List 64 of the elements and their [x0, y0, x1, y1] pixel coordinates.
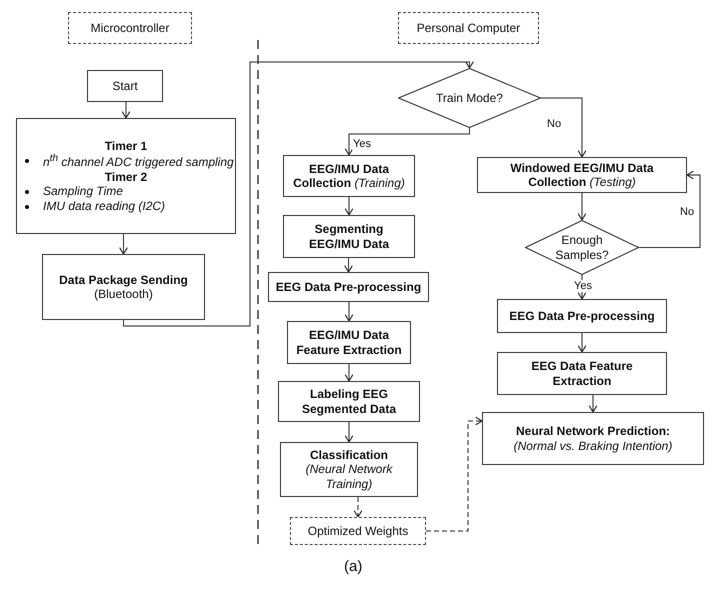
arrow — [577, 332, 587, 353]
process-box — [280, 442, 418, 497]
process-box — [268, 272, 429, 302]
node-label: EEG/IMU Data Collection (Training) — [292, 162, 406, 190]
arrow — [121, 102, 131, 119]
node-label: EEG Data Pre-processing — [274, 280, 422, 294]
node-label: EEG/IMU Data Feature Extraction — [295, 328, 403, 357]
node-heading: Timer 1 — [104, 139, 148, 154]
process-box — [283, 155, 415, 197]
edge-label: Yes — [352, 138, 372, 150]
process-box — [482, 412, 704, 465]
arrow — [344, 302, 354, 322]
decision-diamond — [398, 68, 541, 128]
output-box — [290, 517, 426, 545]
arrow — [577, 192, 587, 221]
header-box — [68, 12, 192, 44]
node-label: Classification — [308, 448, 390, 462]
arrow — [353, 496, 363, 518]
node-subtext: (Normal vs. Braking Intention) — [512, 438, 674, 453]
arrow — [344, 422, 354, 443]
node-subtext: (Neural Network Training) — [304, 462, 394, 492]
decision-diamond — [525, 220, 639, 275]
edge-label: Yes — [573, 280, 593, 292]
arrow — [123, 60, 474, 326]
arrow — [344, 196, 354, 216]
arrow — [426, 416, 483, 532]
start-box — [87, 70, 163, 102]
node-label: Personal Computer — [416, 20, 522, 36]
node-label: Microcontroller — [90, 20, 170, 36]
arrow — [588, 394, 598, 413]
process-box — [497, 299, 667, 333]
node-label: Enough Samples? — [554, 233, 610, 262]
process-box — [497, 352, 667, 395]
node-label: Data Package Sending — [58, 272, 189, 287]
node-label: Labeling EEG Segmented Data — [300, 387, 398, 416]
arrow — [344, 128, 470, 156]
node-label: Neural Network Prediction: — [514, 424, 672, 438]
node-label: Windowed EEG/IMU Data Collection (Testing) — [509, 160, 655, 190]
process-box — [287, 321, 411, 364]
node-label: Train Mode? — [435, 90, 504, 106]
node-label: Optimized Weights — [306, 524, 410, 538]
node-label: EEG Data Feature Extraction — [530, 359, 634, 388]
process-box — [477, 157, 687, 193]
process-box — [16, 118, 236, 234]
arrow — [344, 364, 354, 382]
arrow — [638, 170, 700, 248]
list-item: IMU data reading (I2C) — [43, 198, 166, 213]
node-label: EEG Data Pre-processing — [508, 308, 656, 324]
node-heading: Timer 2 — [104, 170, 148, 184]
caption: (a) — [344, 558, 362, 575]
arrow — [540, 98, 587, 158]
process-box — [283, 215, 415, 258]
node-subtext: (Bluetooth) — [93, 287, 154, 302]
arrow — [344, 258, 354, 273]
list-item: n$^{th}$ channel ADC triggered sampling — [43, 153, 234, 170]
edge-label: No — [679, 206, 696, 218]
node-label: Start — [111, 78, 139, 94]
edge-label: No — [546, 118, 562, 130]
process-box — [278, 381, 420, 422]
header-box — [398, 12, 539, 44]
node-label: Segmenting EEG/IMU Data — [308, 222, 390, 251]
arrow — [118, 234, 128, 255]
list-item: Sampling Time — [43, 184, 123, 199]
process-box — [42, 254, 205, 320]
